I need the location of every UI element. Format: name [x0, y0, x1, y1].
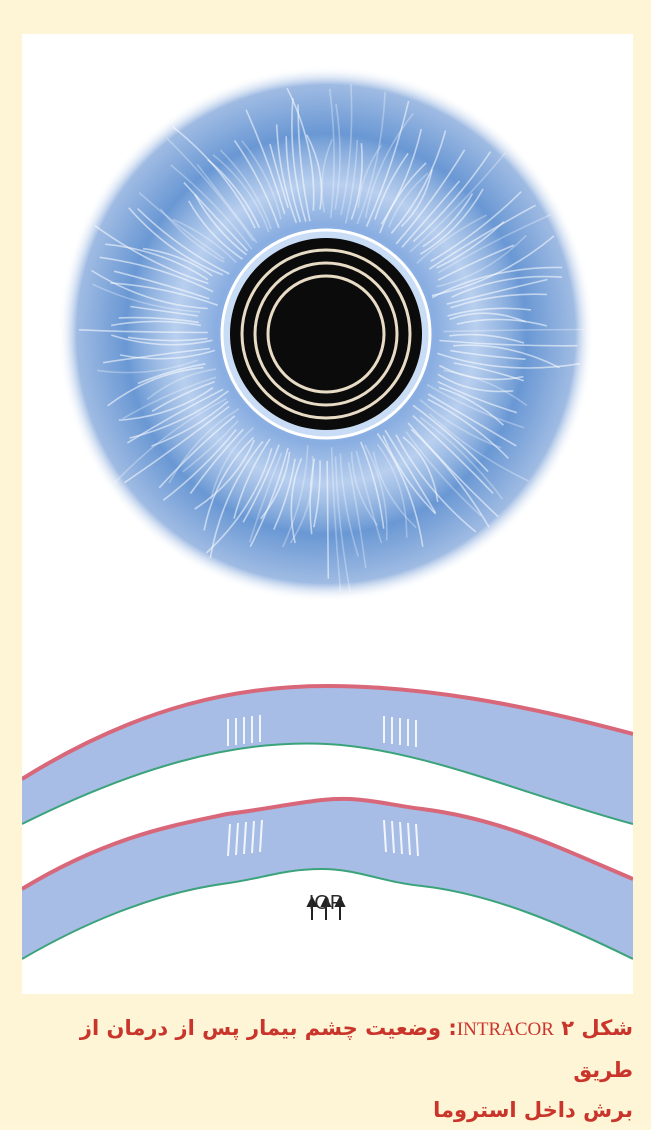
iop-label: IOP	[296, 892, 356, 915]
pupil	[222, 230, 430, 438]
iris-fiber	[327, 461, 328, 579]
caption-line-2: برش داخل استروما	[433, 1098, 633, 1122]
figure-frame: IOP	[22, 34, 633, 994]
figure-illustration	[22, 34, 633, 994]
caption-term: INTRACOR	[457, 1019, 554, 1040]
caption-prefix: شکل ۲	[561, 1016, 633, 1040]
cornea-section-after	[22, 799, 633, 959]
figure-caption: شکل ۲ INTRACOR: وضعیت چشم بیمار پس از در…	[20, 1008, 633, 1130]
